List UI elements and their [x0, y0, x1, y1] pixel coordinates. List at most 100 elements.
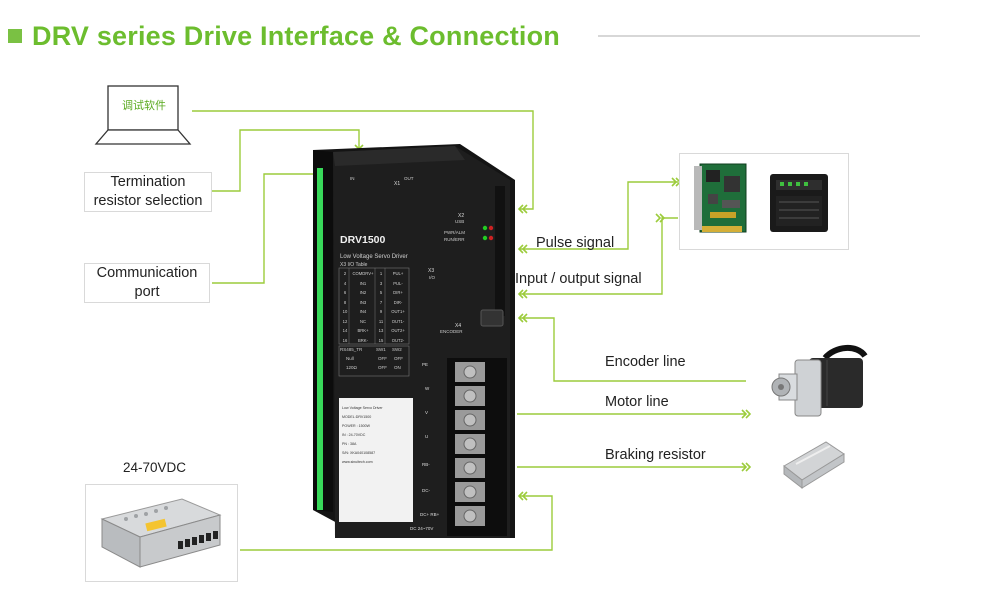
pulse-signal-label: Pulse signal	[536, 235, 615, 251]
driver-io-table-title: X3 I/O Table	[340, 262, 368, 268]
termination-label-line1: Termination	[110, 174, 186, 190]
braking-resistor-icon	[783, 441, 845, 490]
io-signal-label: Input / output signal	[515, 271, 642, 287]
driver-io-short-label: I/O	[429, 275, 436, 280]
power-supply-icon	[100, 498, 222, 568]
page-title: DRV series Drive Interface & Connection	[32, 20, 560, 51]
controller-hardware-image	[694, 163, 828, 233]
plc-controller-icon	[770, 174, 828, 232]
servo-motor-icon	[771, 345, 868, 417]
io-table-cell: 3	[379, 280, 383, 286]
io-table-cell: 1	[379, 271, 383, 276]
io-table-cell: 16	[342, 337, 348, 343]
debug-software-label: 调试软件	[122, 100, 166, 112]
page-header: DRV series Drive Interface & Connection	[8, 18, 560, 54]
title-divider	[598, 35, 920, 37]
encoder-line-label: Encoder line	[605, 354, 686, 370]
driver-sw2-label: SW2	[392, 347, 402, 352]
driver-sticker-text: Low Voltage Servo Driver MODEL:DRV1500 P…	[342, 404, 412, 467]
termination-line	[212, 129, 360, 192]
io-table-cell: 4	[343, 280, 347, 286]
driver-encoder-port-label: ENCODER	[440, 329, 463, 334]
io-table-cell: PUL-	[393, 280, 403, 286]
driver-x3-label: X3	[428, 268, 435, 274]
communication-label-line2: port	[134, 284, 160, 300]
sticker-pn: PN : 38A	[342, 442, 357, 446]
io-table-row: 6 IN2 5 DIR+	[340, 288, 410, 298]
motion-control-card-icon	[694, 163, 747, 233]
power-line	[240, 495, 553, 551]
io-table-cell: IN2	[359, 290, 367, 295]
driver-label-sticker	[339, 398, 413, 522]
braking-resistor-label: Braking resistor	[605, 447, 706, 463]
title-bullet-square	[8, 29, 22, 43]
driver-pwr-alm-label: PWR/ALM	[444, 230, 466, 235]
sticker-model: MODEL:DRV1500	[342, 415, 372, 419]
io-table-cell: 5	[379, 290, 383, 295]
laptop-to-usb-line	[192, 110, 534, 210]
driver-model-text: DRV1500	[340, 234, 386, 246]
terminal-screws	[455, 362, 485, 526]
driver-in-label: IN	[350, 176, 355, 181]
driver-run-err-label: RUN/ERR	[444, 237, 465, 242]
power-supply-image-box	[85, 484, 238, 582]
io-table-cell: PUL+	[392, 271, 404, 276]
io-table-cell: 9	[379, 309, 383, 314]
driver-green-stripe	[317, 168, 323, 510]
io-table-cell: DIR+	[393, 290, 403, 295]
sticker-input: IN : 24-70VDC	[342, 433, 366, 437]
terminal-u-label: U	[425, 434, 429, 439]
encoder-line	[520, 317, 746, 382]
io-table-row: 14 BRK+ 13 OUT2+	[340, 326, 410, 336]
io-table-cell: 13	[378, 328, 384, 333]
terminal-dc-range-label: DC 24~70V	[410, 526, 434, 531]
driver-ohm-label: 120Ω	[346, 365, 357, 370]
power-supply-voltage-label: 24-70VDC	[123, 460, 187, 475]
controller-image-box	[679, 153, 849, 250]
io-table-cell: IN1	[359, 280, 367, 286]
io-table-cell: 11	[378, 318, 384, 324]
terminal-dc-minus-label: DC-	[422, 488, 430, 493]
termination-label-line2: resistor selection	[93, 193, 203, 209]
driver-x2-label: X2	[458, 213, 465, 219]
io-table-cell: 10	[342, 309, 348, 314]
io-table-cell: 8	[343, 299, 347, 305]
driver-sw1-off-2: OFF	[378, 365, 387, 370]
io-table-cell: OUT2-	[391, 337, 405, 343]
terminal-v-label: V	[425, 410, 429, 415]
driver-null-label: Null	[346, 356, 354, 361]
io-table-row: 4 IN1 3 PUL-	[340, 279, 410, 289]
driver-rs485-label: RS485_TR	[340, 347, 363, 352]
driver-usb-label: USB	[455, 219, 465, 224]
communication-label-line1: Communication	[96, 265, 198, 281]
io-table-cell: 14	[342, 328, 348, 333]
driver-sw2-on-2: ON	[394, 365, 401, 370]
servo-driver-unit	[313, 144, 515, 538]
driver-x4-label: X4	[455, 323, 462, 329]
sticker-head: Low Voltage Servo Driver	[342, 406, 383, 410]
io-table-cell: DIR-	[393, 299, 403, 305]
sticker-web: www.sinuitech.com	[342, 460, 373, 464]
io-table-cell: OUT1+	[391, 309, 405, 314]
io-table-cell: OUT1-	[391, 318, 405, 324]
terminal-rb-minus-label: RB-	[422, 462, 430, 467]
terminal-pe-label: PE	[422, 362, 429, 367]
io-table-cell: BRK-	[357, 337, 368, 343]
io-table-cell: NC	[359, 318, 367, 324]
io-table-cell: COMDRV+	[352, 271, 374, 276]
io-line	[520, 217, 678, 295]
motor-line-label: Motor line	[605, 394, 669, 410]
driver-sw1-off-1: OFF	[378, 356, 387, 361]
communication-port-box: Communication port	[84, 263, 210, 303]
io-table-cell: OUT2+	[391, 328, 405, 333]
io-table-cell: BRK+	[357, 328, 369, 333]
driver-out-label: OUT	[404, 176, 414, 181]
io-table-cell: 6	[343, 290, 347, 295]
